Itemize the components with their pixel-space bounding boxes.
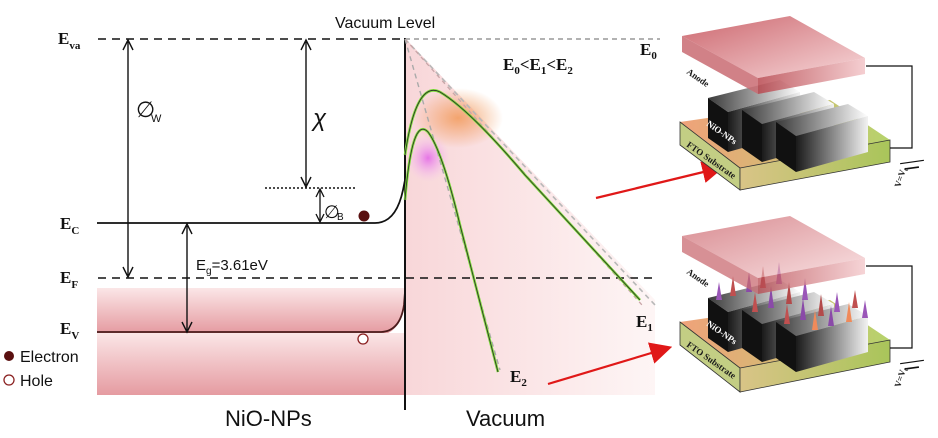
- nio-region-label: NiO-NPs: [225, 406, 312, 431]
- top-device: Anode NiO-NPs FTO Substrate V=V0: [679, 16, 924, 191]
- barrier-e0-line: [404, 38, 656, 306]
- vacuum-region-label: Vacuum: [466, 406, 545, 431]
- barrier-arrowhead-top: [315, 187, 325, 198]
- top-anode-top: [682, 16, 865, 78]
- bottom-voltage-label: V=V0: [892, 365, 910, 389]
- bottom-nanorod-bars: [708, 280, 868, 372]
- legend-hole-label: Hole: [20, 373, 53, 390]
- bottom-battery-plate-long: [900, 359, 924, 365]
- barrier-arrowhead-bottom: [315, 213, 325, 224]
- bottom-device: Anode NiO-NPs FTO Substrate V=V0: [679, 216, 924, 393]
- e2-label: E2: [510, 367, 527, 389]
- top-nanorod-bars: [708, 80, 868, 172]
- bottom-circuit-wire: [866, 265, 913, 349]
- top-circuit-wire: [866, 65, 913, 149]
- e-v-label: EV: [60, 319, 79, 342]
- barrier-sub: B: [337, 212, 344, 223]
- e0-label: E0: [640, 40, 657, 62]
- e-va-label: Eva: [58, 29, 81, 52]
- gap-arrowhead-top: [181, 222, 193, 235]
- work-function-arrowhead-bottom: [122, 266, 134, 279]
- top-voltage-label: V=V0: [892, 165, 910, 189]
- electron-dot: [358, 210, 370, 222]
- top-battery-plate-long: [900, 159, 924, 165]
- band-gap-label: Eg=3.61eV: [196, 257, 268, 277]
- legend-electron-dot: [4, 351, 14, 361]
- barrier-curve-e1-core: [404, 90, 641, 301]
- bottom-anode-top: [682, 216, 865, 278]
- bottom-anode-label: Anode: [685, 266, 711, 289]
- barrier-e2-dashed: [404, 38, 501, 371]
- conduction-band-line: [97, 179, 406, 224]
- bottom-battery-plate-short: [904, 366, 920, 370]
- barrier-curve-e2-core: [404, 128, 499, 373]
- legend-hole-circle: [3, 374, 15, 386]
- bottom-anode-side: [758, 258, 865, 294]
- gap-arrowhead-bottom: [181, 321, 193, 334]
- vacuum-level-label: Vacuum Level: [335, 15, 435, 32]
- affinity-arrowhead-top: [300, 38, 312, 51]
- emission-glow-pink: [406, 134, 450, 182]
- arrow-to-top-device: [595, 161, 725, 200]
- top-anode-side: [758, 58, 865, 94]
- field-relation-label: E0<E1<E2: [503, 55, 573, 77]
- hole-circle: [357, 333, 369, 345]
- work-function-arrowhead-top: [122, 38, 134, 51]
- e-c-label: EC: [60, 214, 79, 237]
- arrow-to-bottom-device: [547, 342, 673, 386]
- top-anode-front: [682, 36, 758, 94]
- work-function-sub: W: [151, 113, 162, 125]
- bottom-anode-front: [682, 236, 758, 294]
- work-function-symbol: ∅: [136, 97, 155, 122]
- e1-label: E1: [636, 312, 653, 334]
- top-battery-plate-short: [904, 166, 920, 170]
- legend-electron-label: Electron: [20, 349, 79, 366]
- barrier-symbol: ∅: [324, 202, 340, 222]
- valence-band-fill: [97, 288, 405, 333]
- electron-affinity-symbol: χ: [311, 105, 327, 132]
- valence-band-lower-fill: [97, 333, 405, 395]
- valence-band-line: [97, 291, 406, 333]
- affinity-arrowhead-bottom: [300, 176, 312, 189]
- emission-glow-orange: [413, 88, 503, 148]
- e-f-label: EF: [60, 268, 78, 291]
- top-anode-label: Anode: [685, 66, 711, 89]
